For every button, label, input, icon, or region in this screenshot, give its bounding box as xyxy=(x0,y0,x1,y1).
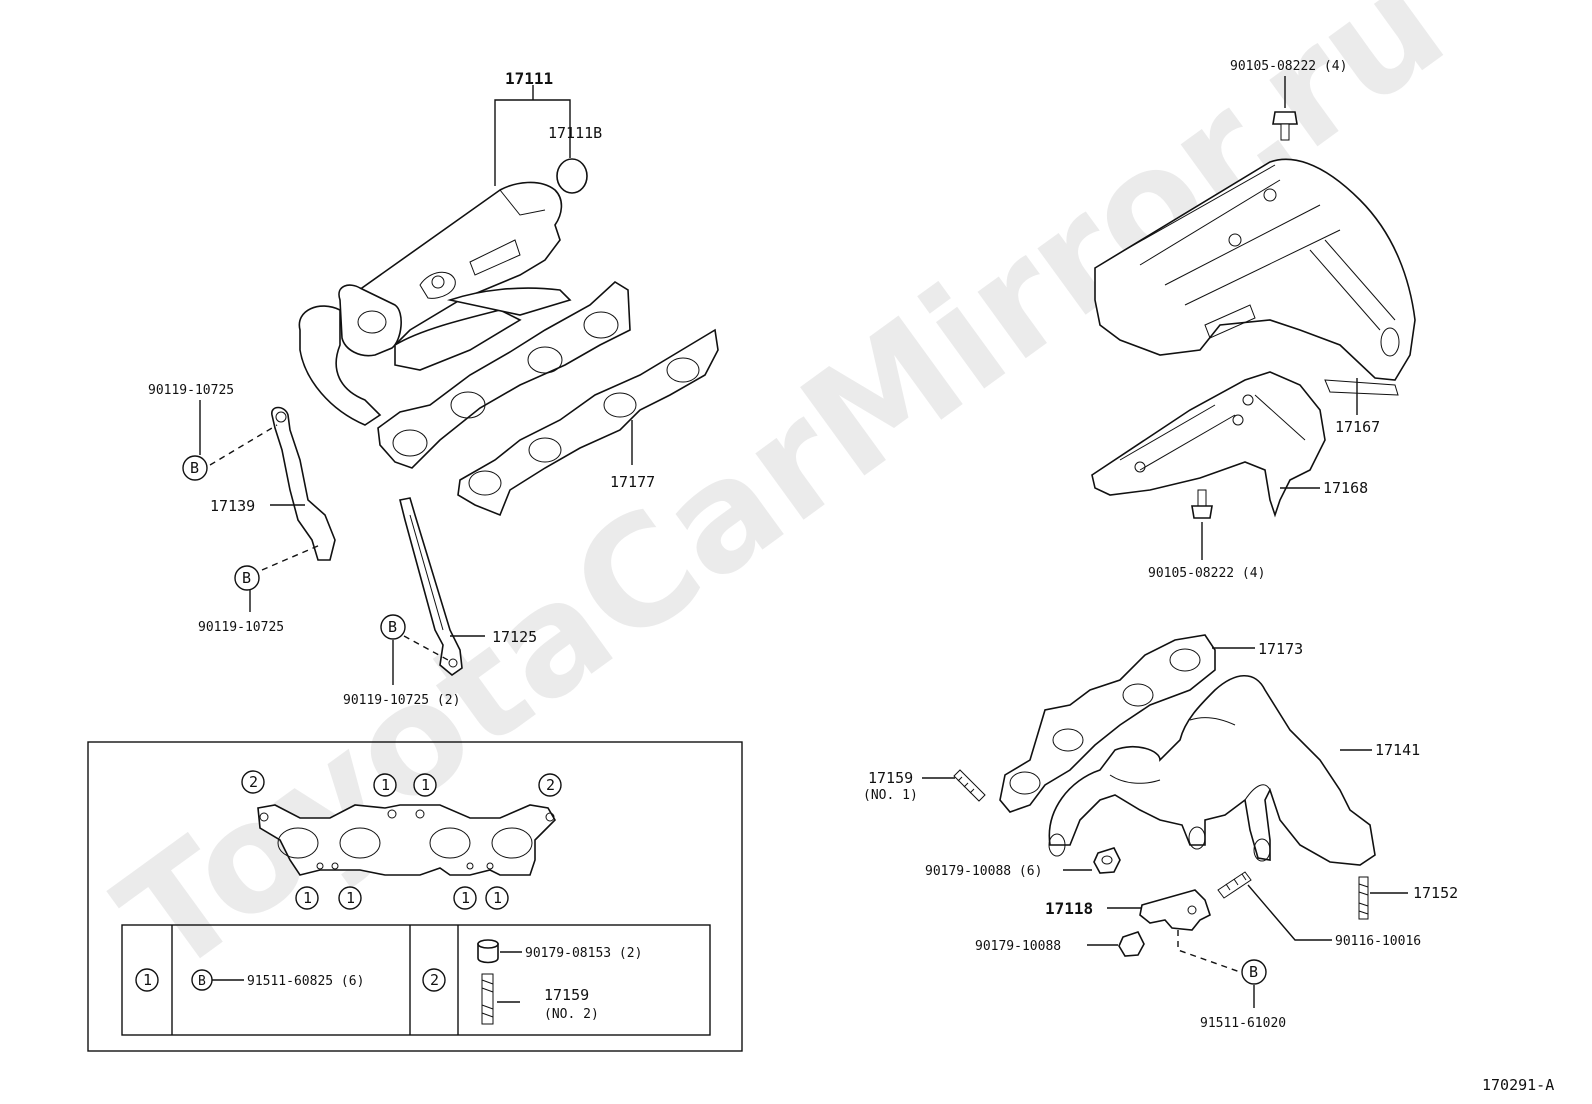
marker-1-c-text: 1 xyxy=(303,889,312,907)
legend-b-marker-text: B xyxy=(198,974,206,989)
stud-17152 xyxy=(1358,876,1369,920)
marker-1-d xyxy=(338,886,362,910)
marker-1-f xyxy=(485,886,509,910)
plug-17111b xyxy=(556,158,588,194)
stud-17159-no1 xyxy=(953,769,986,802)
label-17152: 17152 xyxy=(1413,884,1458,902)
heat-insulator-17167 xyxy=(1094,158,1416,396)
legend-marker-2 xyxy=(422,968,446,992)
marker-1-b xyxy=(413,773,437,797)
marker-1-a-text: 1 xyxy=(381,776,390,794)
marker-1-e xyxy=(453,886,477,910)
label-17111b: 17111B xyxy=(548,124,602,142)
label-91511-61020: 91511-61020 xyxy=(1200,1016,1286,1031)
b-marker-bot-text: B xyxy=(388,618,397,636)
label-90105-top: 90105-08222 (4) xyxy=(1230,59,1347,74)
legend-marker-2-text: 2 xyxy=(430,971,439,989)
label-17173: 17173 xyxy=(1258,640,1303,658)
exhaust-manifold-17141 xyxy=(1048,675,1376,866)
legend-part-90179-08153: 90179-08153 (2) xyxy=(525,946,642,961)
label-17177: 17177 xyxy=(610,473,655,491)
bracket-17118 xyxy=(1139,889,1211,931)
label-90179-6: 90179-10088 (6) xyxy=(925,864,1042,879)
nut-90179-6 xyxy=(1093,847,1121,874)
marker-1-c xyxy=(295,886,319,910)
b-marker-mid xyxy=(234,565,260,591)
marker-2-left-text: 2 xyxy=(249,773,258,791)
marker-2-right-text: 2 xyxy=(546,776,555,794)
marker-1-f-text: 1 xyxy=(493,889,502,907)
label-17139: 17139 xyxy=(210,497,255,515)
heat-insulator-17168 xyxy=(1091,371,1326,518)
marker-1-d-text: 1 xyxy=(346,889,355,907)
b-marker-top xyxy=(182,455,208,481)
label-17167: 17167 xyxy=(1335,418,1380,436)
label-90179: 90179-10088 xyxy=(975,939,1061,954)
diagram-id: 170291-A xyxy=(1482,1076,1554,1094)
legend-marker-1-text: 1 xyxy=(143,971,152,989)
intake-manifold xyxy=(298,181,631,469)
b-marker-top-text: B xyxy=(190,459,199,477)
label-90116: 90116-10016 xyxy=(1335,934,1421,949)
marker-2-left xyxy=(241,770,265,794)
b-marker-exhaust xyxy=(1241,959,1267,985)
label-17168: 17168 xyxy=(1323,479,1368,497)
marker-1-b-text: 1 xyxy=(421,776,430,794)
nut-90179 xyxy=(1118,931,1145,957)
legend-part-91511-60825: 91511-60825 (6) xyxy=(247,974,364,989)
marker-2-right xyxy=(538,773,562,797)
legend-box: 2 1 1 2 1 1 1 1 1 B 91511-60825 (6) 2 90… xyxy=(87,741,743,1052)
label-90119-mid: 90119-10725 xyxy=(198,620,284,635)
label-90105-bottom: 90105-08222 (4) xyxy=(1148,566,1265,581)
legend-marker-1 xyxy=(135,968,159,992)
stud-90116 xyxy=(1217,871,1252,899)
bolt-90105-bottom xyxy=(1191,489,1213,519)
label-17159-no1: 17159 xyxy=(868,769,913,787)
label-17159-no1-note: (NO. 1) xyxy=(863,788,918,803)
manifold-stay-17125 xyxy=(399,497,463,677)
label-90119-bot: 90119-10725 (2) xyxy=(343,693,460,708)
bolt-90105-top xyxy=(1272,111,1298,141)
label-17118: 17118 xyxy=(1045,899,1093,918)
marker-1-a xyxy=(373,773,397,797)
intake-gasket-17177 xyxy=(457,328,719,517)
b-marker-bot xyxy=(380,614,406,640)
legend-part-17159: 17159 xyxy=(544,986,589,1004)
marker-1-e-text: 1 xyxy=(461,889,470,907)
label-17141: 17141 xyxy=(1375,741,1420,759)
legend-part-17159-no2: (NO. 2) xyxy=(544,1007,599,1022)
b-marker-exhaust-text: B xyxy=(1249,963,1258,981)
label-90119-top: 90119-10725 xyxy=(148,383,234,398)
b-marker-mid-text: B xyxy=(242,569,251,587)
manifold-stay-17139 xyxy=(271,406,336,561)
label-17111: 17111 xyxy=(505,69,553,88)
label-17125: 17125 xyxy=(492,628,537,646)
exhaust-gasket-17173 xyxy=(999,634,1216,813)
